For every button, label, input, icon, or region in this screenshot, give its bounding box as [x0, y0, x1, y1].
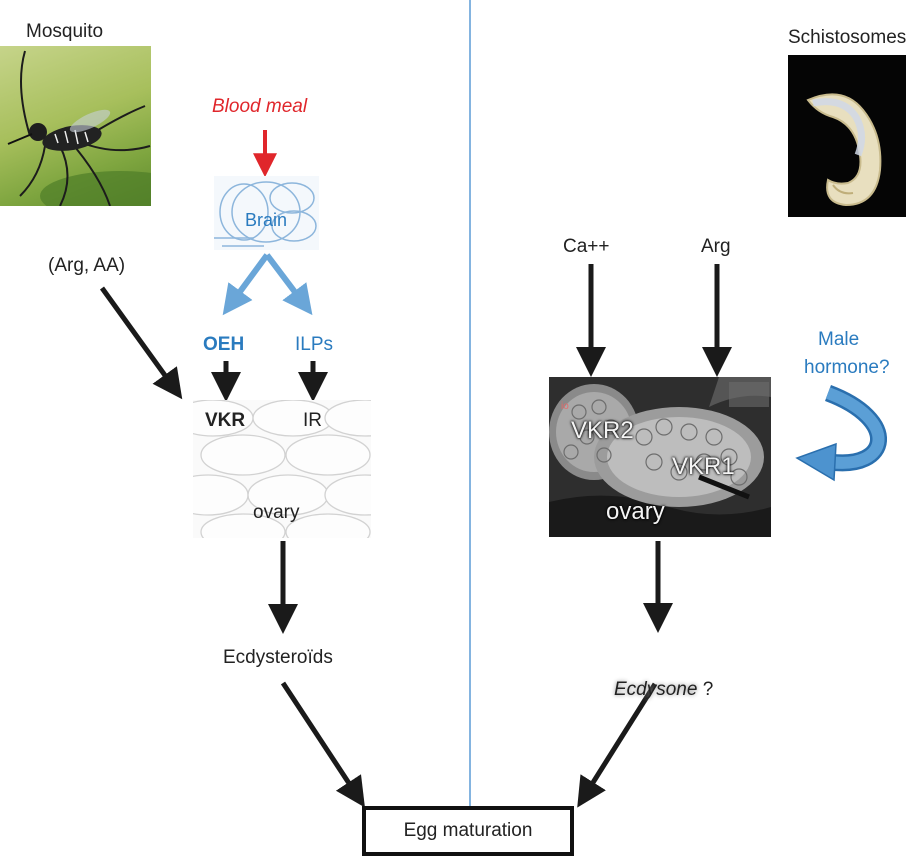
schistosome-photo	[788, 55, 906, 217]
ilps-label: ILPs	[295, 334, 334, 355]
ovary-label: ovary	[253, 502, 300, 523]
blood-meal-label: Blood meal	[212, 96, 308, 117]
oeh-label: OEH	[203, 334, 245, 355]
egg-maturation-label: Egg maturation	[403, 820, 533, 841]
mosquito-ovary-illustration	[193, 400, 371, 538]
brain-illustration	[214, 176, 319, 250]
mosquito-title: Mosquito	[26, 21, 104, 42]
egg-maturation-box: Egg maturation	[362, 806, 574, 856]
arg-label: Arg	[701, 236, 731, 257]
vkr2-label: VKR2	[571, 417, 634, 444]
ecdysone-question: ?	[702, 679, 714, 700]
ecdysone-label: Ecdysone ?	[614, 680, 713, 699]
curved-hormone-arrow	[795, 385, 887, 482]
ovary-micrograph-label: ovary	[606, 498, 665, 525]
ecdysone-text: Ecdysone	[614, 679, 698, 700]
ecdysteroids-label: Ecdysteroïds	[223, 647, 333, 668]
male-hormone-label-line1: Male	[818, 329, 860, 350]
male-hormone-label-line2: hormone?	[804, 357, 890, 378]
ca-label: Ca++	[563, 236, 610, 257]
io-label: io	[561, 401, 569, 412]
vkr1-label: VKR1	[672, 453, 735, 480]
brain-label: Brain	[245, 210, 288, 230]
ir-label: IR	[303, 410, 322, 431]
arrow-brain-to-oeh	[222, 253, 270, 316]
inputs-label: (Arg, AA)	[48, 255, 126, 276]
arrow-ecdysone-to-egg	[577, 682, 658, 808]
arrow-brain-to-ilps	[264, 253, 313, 316]
schistosomes-title: Schistosomes	[788, 27, 907, 48]
arrow-ecdysteroids-to-egg	[280, 681, 365, 808]
schistosome-ovary-micrograph: VKR2 VKR1 ovary io	[549, 377, 771, 537]
mosquito-photo	[0, 46, 151, 206]
vkr-label: VKR	[205, 410, 246, 431]
arrow-inputs-to-vkr	[99, 286, 183, 400]
